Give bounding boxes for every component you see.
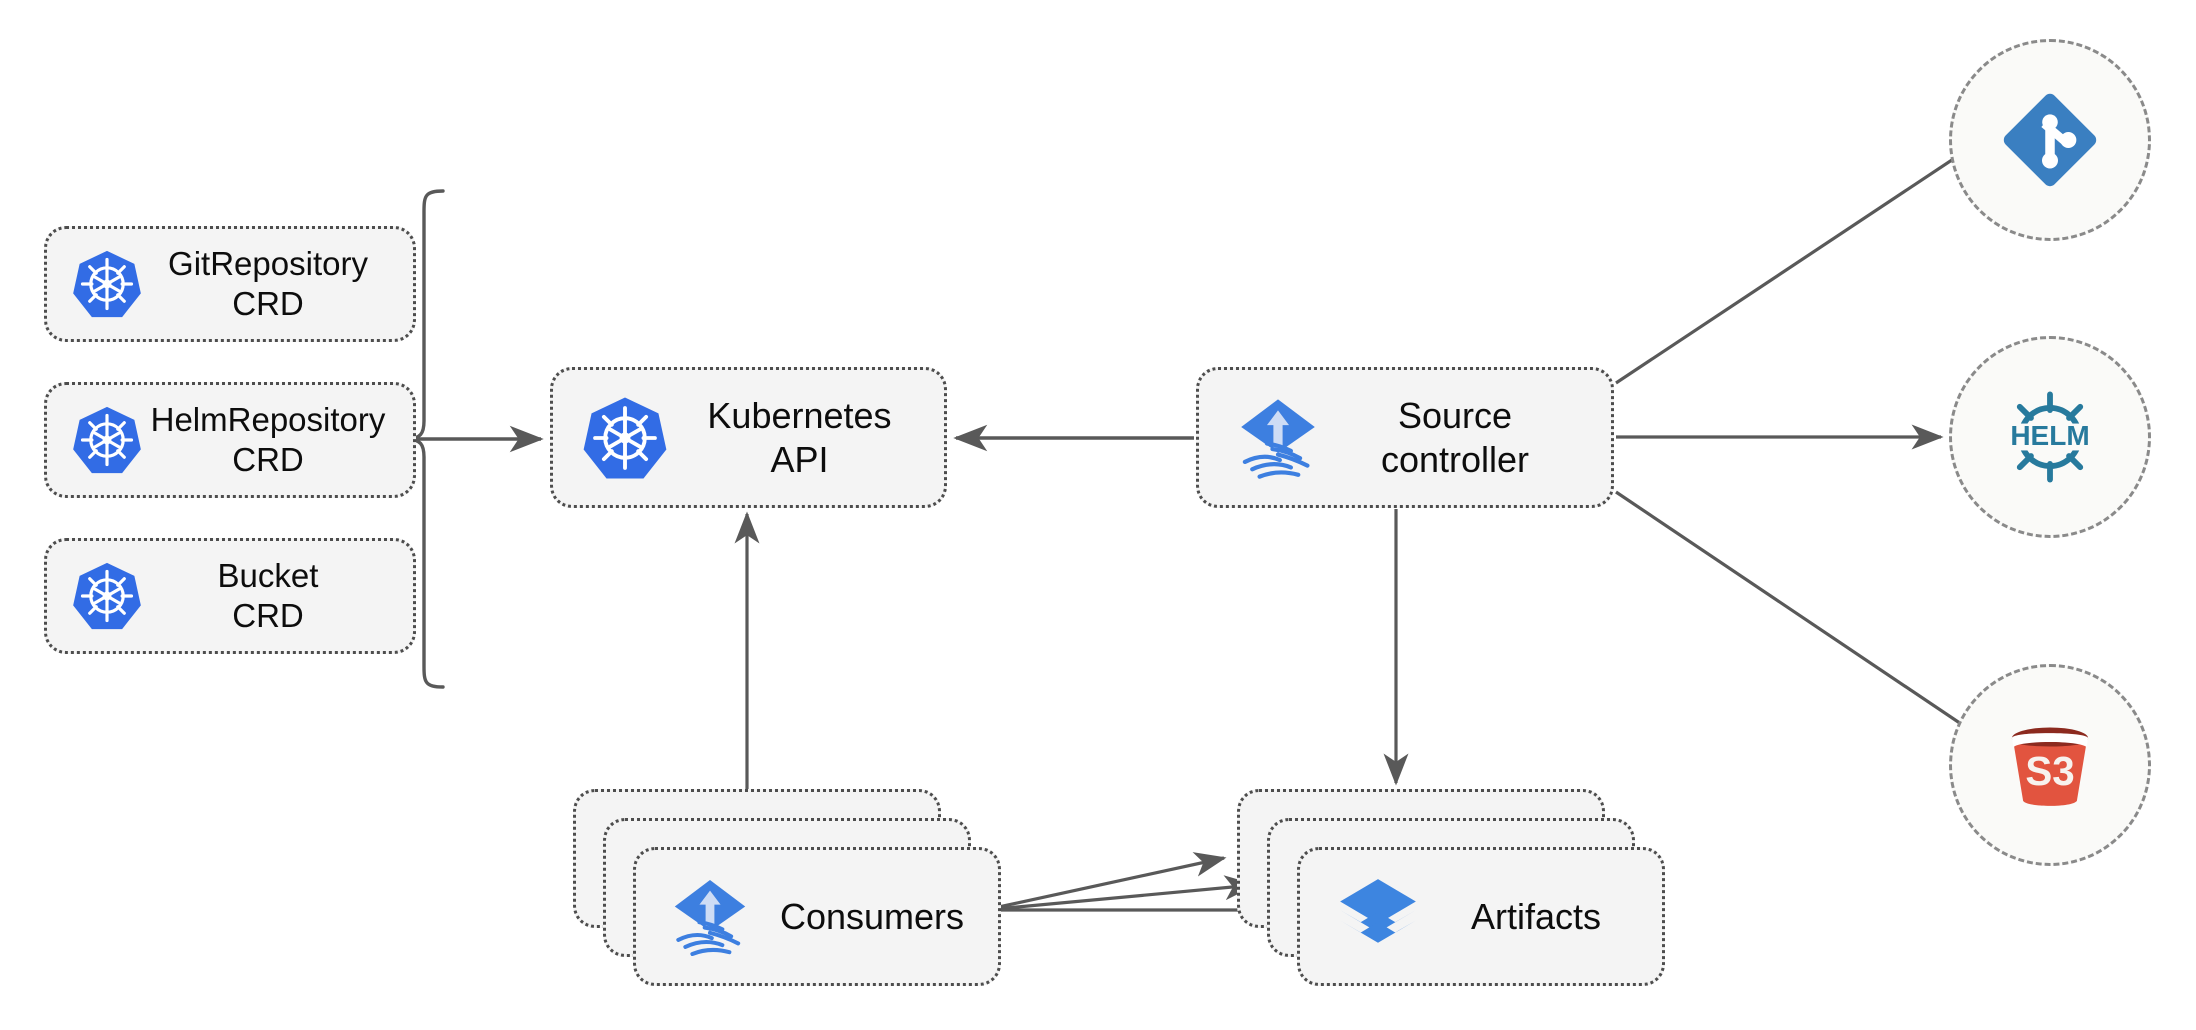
- node-helmrepository-crd[interactable]: HelmRepository CRD: [44, 382, 416, 498]
- s3-bucket-icon: S3: [1994, 709, 2106, 821]
- node-label: Artifacts: [1470, 895, 1602, 937]
- node-git-source[interactable]: [1949, 39, 2151, 241]
- kubernetes-icon: [571, 394, 679, 482]
- edge-consumers-to-artifacts-2: [984, 875, 1257, 912]
- edge-source-controller-to-git: [1615, 138, 1985, 385]
- node-label: HelmRepository CRD: [150, 400, 386, 478]
- node-label: Kubernetes API: [707, 394, 892, 480]
- layers-icon: [1326, 874, 1430, 960]
- flux-icon: [658, 873, 762, 961]
- flux-icon: [1225, 392, 1331, 484]
- stack-sheet-front[interactable]: Artifacts: [1297, 847, 1665, 986]
- node-artifacts-stack[interactable]: Artifacts: [1237, 789, 1665, 986]
- stack-sheet-front[interactable]: Consumers: [633, 847, 1001, 986]
- git-icon: [1996, 86, 2104, 194]
- node-label: Consumers: [779, 895, 965, 937]
- node-label: Bucket CRD: [217, 556, 319, 634]
- kubernetes-icon: [65, 248, 149, 320]
- node-label: GitRepository CRD: [168, 244, 368, 322]
- node-s3-source[interactable]: S3: [1949, 664, 2151, 866]
- node-helm-source[interactable]: HELM: [1949, 336, 2151, 538]
- node-gitrepository-crd[interactable]: GitRepository CRD: [44, 226, 416, 342]
- node-kubernetes-api[interactable]: Kubernetes API: [550, 367, 947, 508]
- s3-label: S3: [2025, 748, 2074, 794]
- edge-source-controller-to-s3: [1615, 490, 1988, 742]
- node-label: Source controller: [1380, 394, 1530, 480]
- kubernetes-icon: [65, 560, 149, 632]
- kubernetes-icon: [65, 404, 149, 476]
- helm-icon: HELM: [1994, 381, 2106, 493]
- node-source-controller[interactable]: Source controller: [1196, 367, 1614, 508]
- edge-consumers-to-artifacts-1: [984, 852, 1227, 912]
- helm-label: HELM: [2010, 420, 2089, 451]
- node-bucket-crd[interactable]: Bucket CRD: [44, 538, 416, 654]
- node-consumers-stack[interactable]: Consumers: [573, 789, 1001, 986]
